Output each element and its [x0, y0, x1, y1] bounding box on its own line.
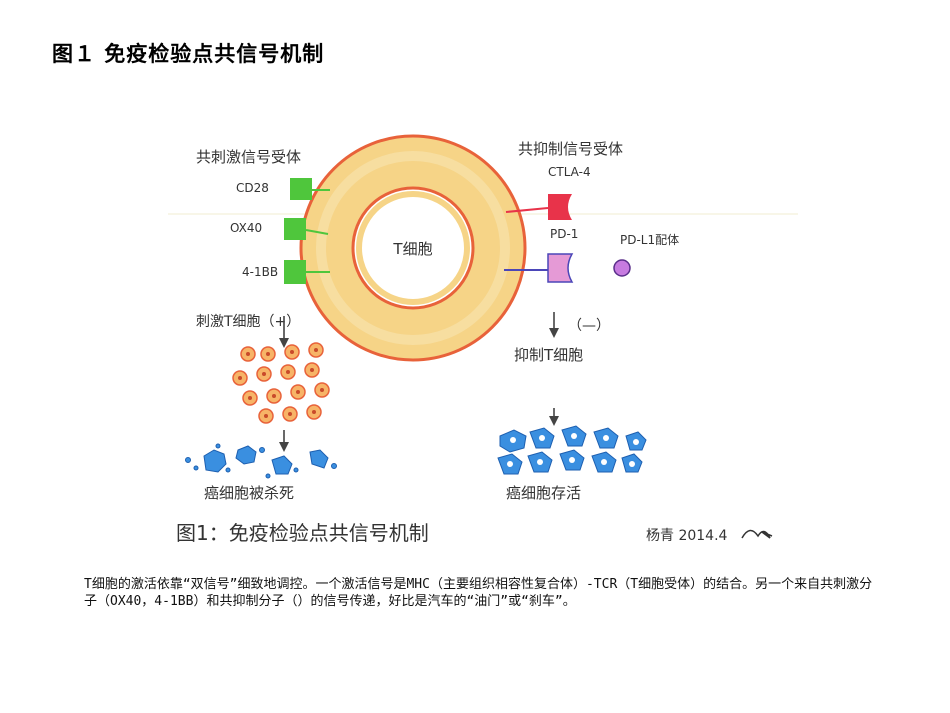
- survive-label: 癌细胞存活: [506, 484, 581, 502]
- inhibit-label: 抑制T细胞: [514, 346, 583, 364]
- t-cell: T细胞: [301, 136, 525, 360]
- cd28-receptor-shape: [290, 178, 312, 200]
- ox40-receptor-shape: [284, 218, 306, 240]
- signature: 杨青 2014.4: [646, 528, 728, 544]
- figure-caption-handwritten: 图1：免疫检验点共信号机制: [176, 521, 429, 545]
- pd-l1-dot: [614, 260, 630, 276]
- page-title: 图１ 免疫检验点共信号机制: [52, 38, 324, 68]
- costim-header: 共刺激信号受体: [196, 148, 301, 166]
- caption-text: T细胞的激活依靠“双信号”细致地调控。一个激活信号是MHC（主要组织相容性复合体…: [84, 576, 884, 610]
- ctla4-label: CTLA-4: [548, 165, 591, 179]
- pd-l1-ligand: PD-L1配体: [614, 233, 679, 276]
- ctla4-receptor-shape: [548, 194, 572, 220]
- kill-label: 癌细胞被杀死: [204, 484, 294, 502]
- cd28-label: CD28: [236, 181, 269, 195]
- 4-1bb-receptor-shape: [284, 260, 306, 284]
- pd1-label: PD-1: [550, 227, 578, 241]
- signature-mark: [742, 530, 772, 538]
- t-cell-label: T细胞: [392, 240, 432, 258]
- 4-1bb-label: 4-1BB: [242, 265, 278, 279]
- ox40-label: OX40: [230, 221, 262, 235]
- pd-l1-label: PD-L1配体: [620, 233, 679, 247]
- inhibit-sign: （—）: [568, 318, 610, 334]
- activated-t-cells: [233, 343, 329, 423]
- killed-cancer-cells: [186, 444, 337, 478]
- immune-checkpoint-diagram: T细胞 共刺激信号受体 CD28 OX40 4-1BB 共抑制信号受体 CTLA…: [168, 120, 798, 560]
- pd1-receptor-shape: [548, 254, 572, 282]
- coinhib-receptor-ctla4: CTLA-4: [506, 165, 591, 220]
- coinhib-header: 共抑制信号受体: [518, 140, 623, 158]
- surviving-cancer-cells: [498, 426, 646, 474]
